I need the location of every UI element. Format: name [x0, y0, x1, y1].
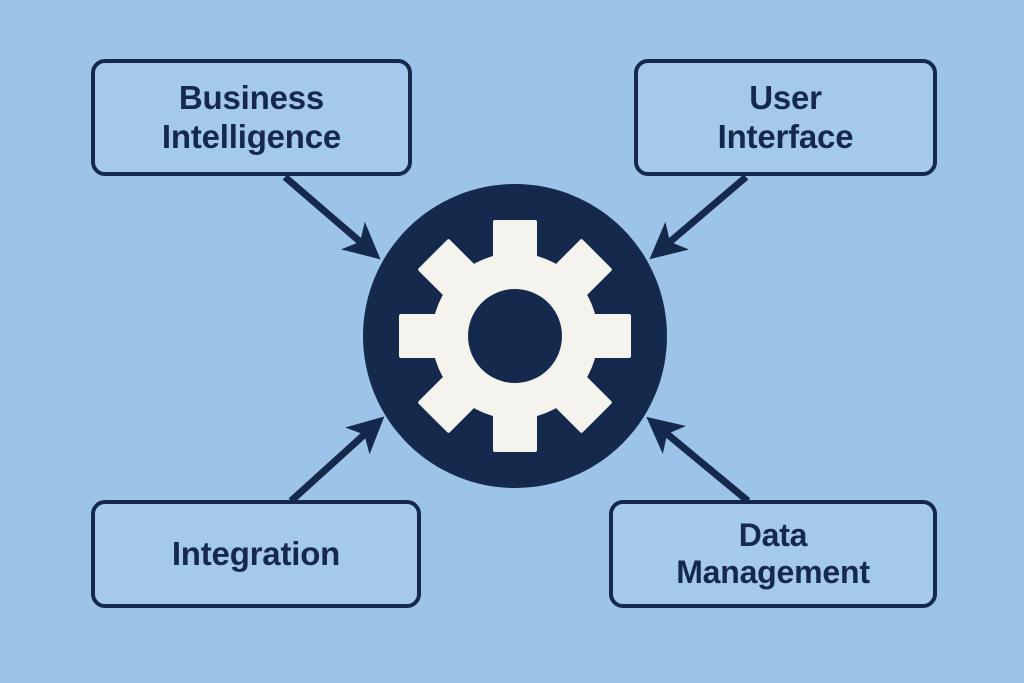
node-data-management[interactable]: Data Management	[609, 500, 937, 608]
node-label-user-interface: User Interface	[717, 78, 854, 155]
connector-ui-to-hub	[649, 174, 749, 260]
connector-dm-to-hub	[646, 416, 751, 504]
gear-icon	[399, 220, 631, 452]
node-label-business-intelligence: Business Intelligence	[161, 78, 342, 155]
node-user-interface[interactable]: User Interface	[634, 59, 937, 176]
connector-bi-to-hub	[282, 174, 381, 260]
node-label-integration: Integration	[171, 534, 341, 572]
connector-integration-to-hub	[288, 416, 385, 504]
node-label-data-management: Data Management	[676, 516, 870, 590]
node-business-intelligence[interactable]: Business Intelligence	[91, 59, 412, 176]
node-integration[interactable]: Integration	[91, 500, 421, 608]
